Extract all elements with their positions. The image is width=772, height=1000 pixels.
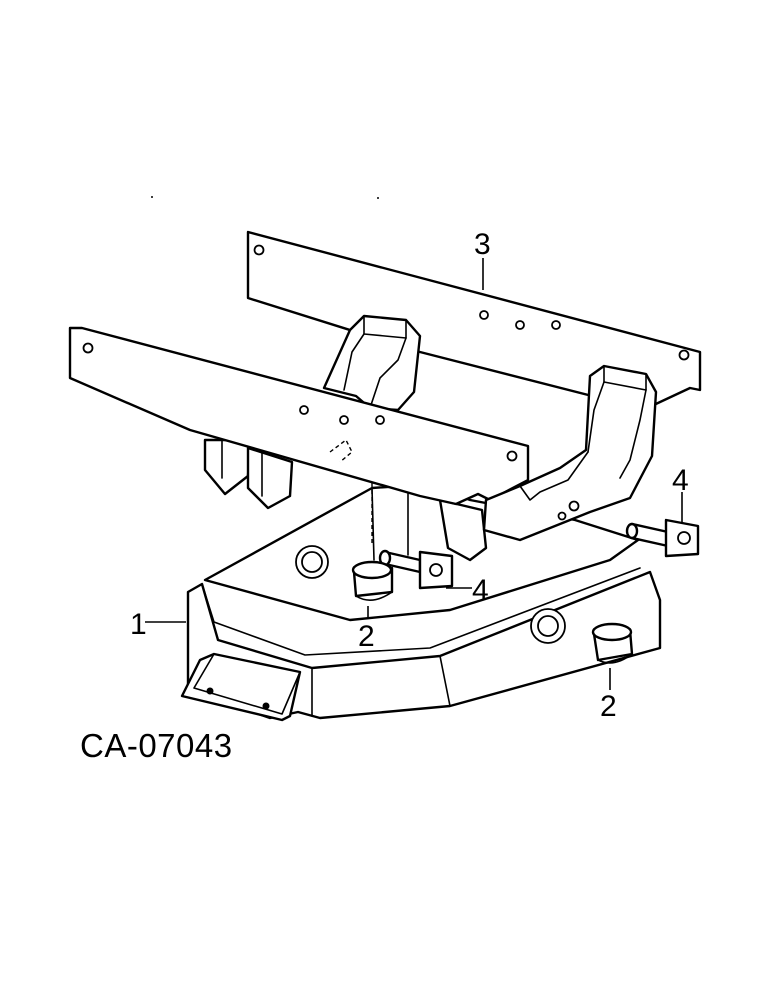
callout-frame: 1: [130, 608, 147, 641]
pin-center: [378, 549, 454, 590]
leader-lines: [145, 258, 683, 690]
rail-bolt-hole: [515, 320, 525, 330]
pin-right: [625, 518, 700, 558]
rail-bolt-hole: [506, 450, 518, 462]
front-rail-assembly: [68, 326, 658, 562]
bushing-left: [351, 560, 394, 601]
rail-bolt-hole: [678, 349, 690, 361]
callout-pin-center: 4: [472, 574, 489, 607]
rail-bolt-hole: [299, 405, 309, 415]
scan-specks: [151, 196, 379, 199]
hitch-bolt-hole: [206, 687, 214, 695]
callout-bushing-right: 2: [600, 690, 617, 723]
rear-rail-assembly: [246, 230, 702, 412]
rail-bolt-hole: [82, 342, 94, 354]
hitch-bolt-hole: [262, 702, 270, 710]
rail-bolt-hole: [375, 415, 385, 425]
callout-rail-rear: 3: [474, 228, 491, 261]
rail-bolt-hole: [253, 244, 265, 256]
callout-bushing-left: 2: [358, 620, 375, 653]
bushing-right: [591, 622, 634, 664]
callout-pin-right: 4: [672, 464, 689, 497]
rail-bolt-hole: [479, 310, 489, 320]
rail-bolt-hole: [551, 320, 561, 330]
main-frame: [180, 567, 662, 722]
figure-id: CA-07043: [80, 727, 233, 764]
rail-bolt-hole: [339, 415, 349, 425]
